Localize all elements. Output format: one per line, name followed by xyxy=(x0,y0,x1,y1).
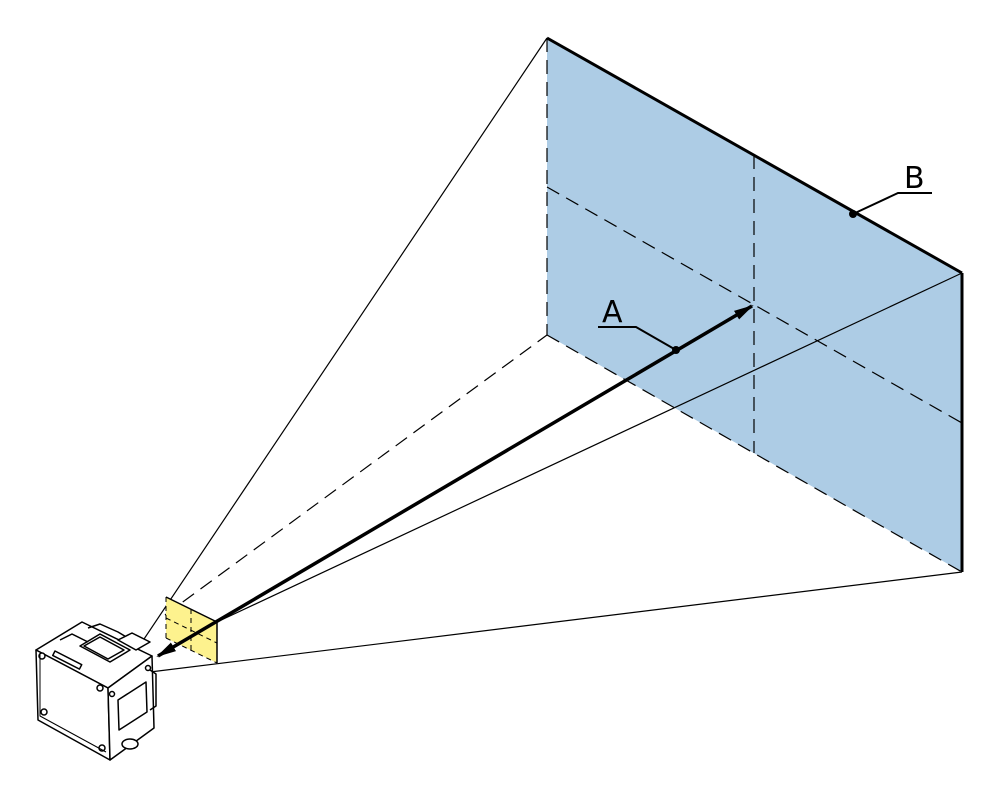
callout-a-leader xyxy=(598,326,677,351)
target-plane xyxy=(547,38,962,572)
target-plane-horizontal-centerline xyxy=(546,186,963,424)
camera-sensor-icon xyxy=(35,621,157,761)
frustum-edge-top xyxy=(139,37,548,646)
callout-a-label: A xyxy=(602,295,623,330)
frustum-edge-hidden xyxy=(164,334,548,616)
callout-b-label: B xyxy=(904,161,925,196)
callout-b-leader xyxy=(852,192,932,215)
distance-arrow xyxy=(156,304,754,658)
